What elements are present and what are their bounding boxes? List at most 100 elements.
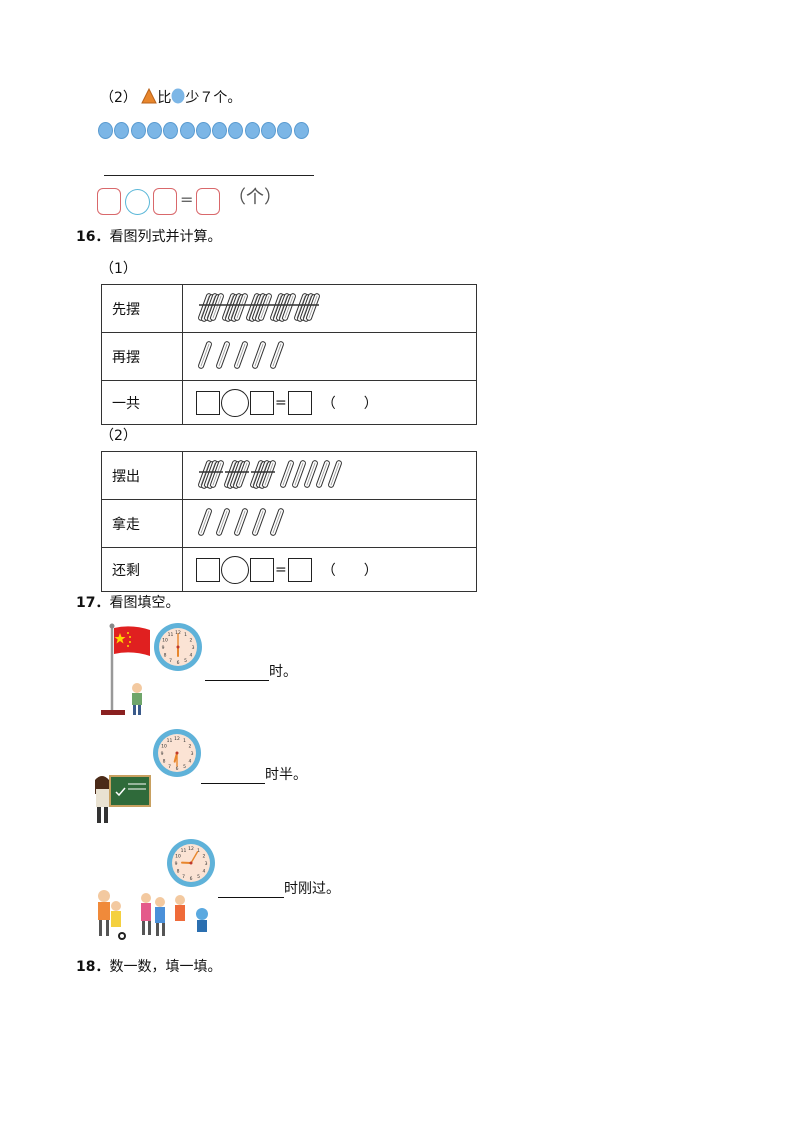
q17-item2: 时半。 [201, 766, 307, 784]
svg-text:6: 6 [176, 766, 179, 772]
q17-number: 17． [76, 595, 110, 611]
svg-text:8: 8 [163, 759, 166, 765]
q16-number: 16． [76, 229, 110, 245]
answer-box-2[interactable] [153, 188, 177, 215]
svg-text:7: 7 [182, 874, 185, 880]
svg-text:2: 2 [190, 638, 193, 644]
q18-title: 数一数，填一填。 [109, 959, 222, 975]
svg-text:7: 7 [169, 658, 172, 664]
answer-blank[interactable] [201, 769, 265, 784]
q16-heading: 16．看图列式并计算。 [76, 228, 221, 246]
blue-dot-icon [146, 122, 162, 139]
q16-part2-label: （2） [100, 428, 137, 444]
svg-text:1: 1 [183, 738, 186, 744]
answer-box[interactable] [250, 557, 274, 582]
svg-text:6: 6 [177, 660, 180, 666]
stick-icon [316, 460, 330, 488]
svg-text:4: 4 [203, 869, 206, 875]
svg-text:1: 1 [197, 848, 200, 854]
single-sticks [198, 341, 284, 369]
equation-cell: = （ ） [182, 380, 477, 425]
stick-icon [216, 341, 230, 369]
q17-item1: 时。 [205, 663, 297, 681]
blue-dot-icon [293, 122, 309, 139]
child-figure-icon [132, 683, 142, 715]
flag-raising-illustration [101, 623, 150, 715]
q17-heading: 17．看图填空。 [76, 594, 179, 612]
q16-part2-table: 摆出 拿走 还剩 =（ ） [101, 451, 477, 592]
operator-circle[interactable] [221, 388, 249, 417]
stick-icon [292, 460, 306, 488]
svg-text:11: 11 [167, 738, 173, 744]
q17-item3: 时刚过。 [218, 880, 340, 898]
stick-bundle-icon [246, 293, 272, 322]
unit-label: （个） [228, 187, 282, 208]
equation-cell: =（ ） [182, 547, 477, 592]
dot-row [98, 122, 318, 140]
stick-bundle-icon [198, 460, 224, 489]
svg-text:11: 11 [181, 848, 187, 854]
stick-bundle-icon [294, 293, 320, 322]
stick-icon [234, 341, 248, 369]
china-flag-icon [114, 626, 150, 656]
blue-dot-icon [130, 122, 146, 139]
svg-text:8: 8 [177, 869, 180, 875]
svg-text:12: 12 [174, 736, 180, 742]
answer-box[interactable] [196, 390, 220, 415]
stick-icon [198, 508, 212, 536]
stick-icon [280, 460, 294, 488]
stick-icon [216, 508, 230, 536]
svg-text:9: 9 [162, 645, 165, 651]
answer-box[interactable] [250, 390, 274, 415]
blank-suffix: 时半。 [265, 767, 307, 783]
answer-box-1[interactable] [97, 188, 121, 215]
operator-circle[interactable] [221, 555, 249, 584]
stick-icon [304, 460, 318, 488]
row-label: 摆出 [101, 451, 183, 500]
svg-text:12: 12 [175, 630, 181, 636]
svg-text:10: 10 [161, 744, 167, 750]
answer-box-3[interactable] [196, 188, 220, 215]
svg-text:2: 2 [189, 744, 192, 750]
blue-dot-icon [244, 122, 260, 139]
unit-paren[interactable]: （ ） [321, 562, 378, 579]
triangle-row-line [104, 175, 314, 176]
q15-part2-line: （2） 比 少７个。 [100, 87, 242, 107]
stick-icon [252, 341, 266, 369]
row-label: 拿走 [101, 499, 183, 548]
svg-text:2: 2 [203, 854, 206, 860]
answer-box[interactable] [287, 557, 312, 582]
svg-text:3: 3 [192, 645, 195, 651]
stick-bundles [198, 293, 320, 322]
answer-blank[interactable] [218, 883, 284, 898]
answer-box[interactable] [196, 557, 220, 582]
blue-dot-icon [212, 122, 228, 139]
blank-suffix: 时刚过。 [284, 881, 340, 897]
svg-text:11: 11 [168, 632, 174, 638]
q15-rest-text: 少７个。 [185, 90, 242, 106]
blank-suffix: 时。 [269, 664, 297, 680]
q15-bi-text: 比 [157, 90, 172, 106]
flagpole-icon [101, 623, 125, 715]
blue-dot-icon [179, 122, 195, 139]
svg-text:3: 3 [205, 861, 208, 867]
svg-text:4: 4 [189, 759, 192, 765]
q18-number: 18． [76, 959, 110, 975]
equals-sign: = [275, 394, 287, 411]
answer-blank[interactable] [205, 666, 269, 681]
row-label: 还剩 [101, 547, 183, 592]
bundles-cell [182, 284, 477, 333]
unit-paren[interactable]: （ ） [321, 395, 378, 412]
blue-dot-icon [114, 122, 130, 139]
svg-text:10: 10 [162, 638, 168, 644]
singles-cell [182, 332, 477, 381]
blackboard-icon [109, 775, 151, 807]
blue-dot-icon [195, 122, 211, 139]
blue-dot-icon [277, 122, 293, 139]
q16-title: 看图列式并计算。 [109, 229, 222, 245]
svg-text:1: 1 [184, 632, 187, 638]
operator-circle[interactable] [125, 189, 150, 215]
answer-box[interactable] [287, 390, 312, 415]
